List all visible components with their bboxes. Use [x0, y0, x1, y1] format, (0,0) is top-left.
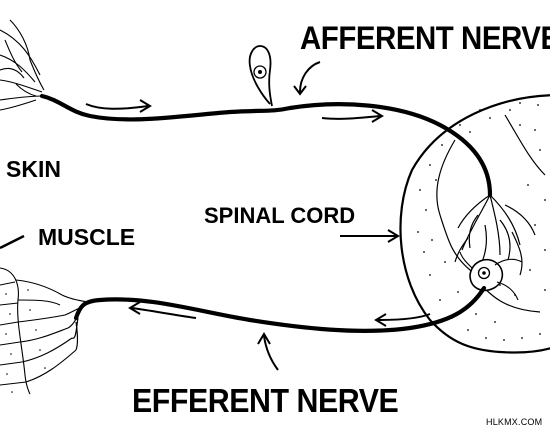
muscle-label: MUSCLE — [38, 224, 136, 250]
efferent-flow-arrow-2 — [131, 307, 197, 319]
gray-matter-outline — [436, 139, 471, 271]
muscle-stipple — [5, 289, 46, 393]
afferent-nerve-label: AFFERENT NERVE — [300, 20, 550, 56]
sensory-neuron-soma — [248, 45, 273, 107]
stipple-texture — [417, 102, 546, 341]
skin-receptor-endings — [0, 19, 45, 111]
afferent-nerve-fiber — [39, 93, 493, 198]
efferent-nerve-fiber — [73, 285, 487, 333]
skin-label: SKIN — [6, 156, 61, 182]
efferent-nerve-terminals — [61, 294, 89, 351]
efferent-label-pointer — [263, 335, 279, 371]
afferent-label-pointer — [299, 61, 321, 93]
afferent-flow-arrow-2 — [321, 115, 381, 120]
muscle-fibers — [0, 267, 77, 395]
source-credit: HLKMX.COM — [486, 417, 543, 427]
afferent-flow-arrow-1 — [85, 103, 149, 110]
muscle-leader-line — [0, 234, 25, 250]
direction-arrows — [85, 61, 431, 371]
motor-neuron-soma — [459, 251, 523, 301]
spinal-cord-label: SPINAL CORD — [204, 203, 356, 228]
dorsal-horn-outline — [504, 114, 546, 176]
spinal-cord-outline — [399, 94, 550, 354]
interneuron-branches — [454, 194, 536, 276]
efferent-flow-arrow-1 — [377, 313, 431, 321]
spinal-cord-cross-section — [399, 94, 550, 354]
efferent-nerve-label: EFFERENT NERVE — [132, 382, 399, 419]
